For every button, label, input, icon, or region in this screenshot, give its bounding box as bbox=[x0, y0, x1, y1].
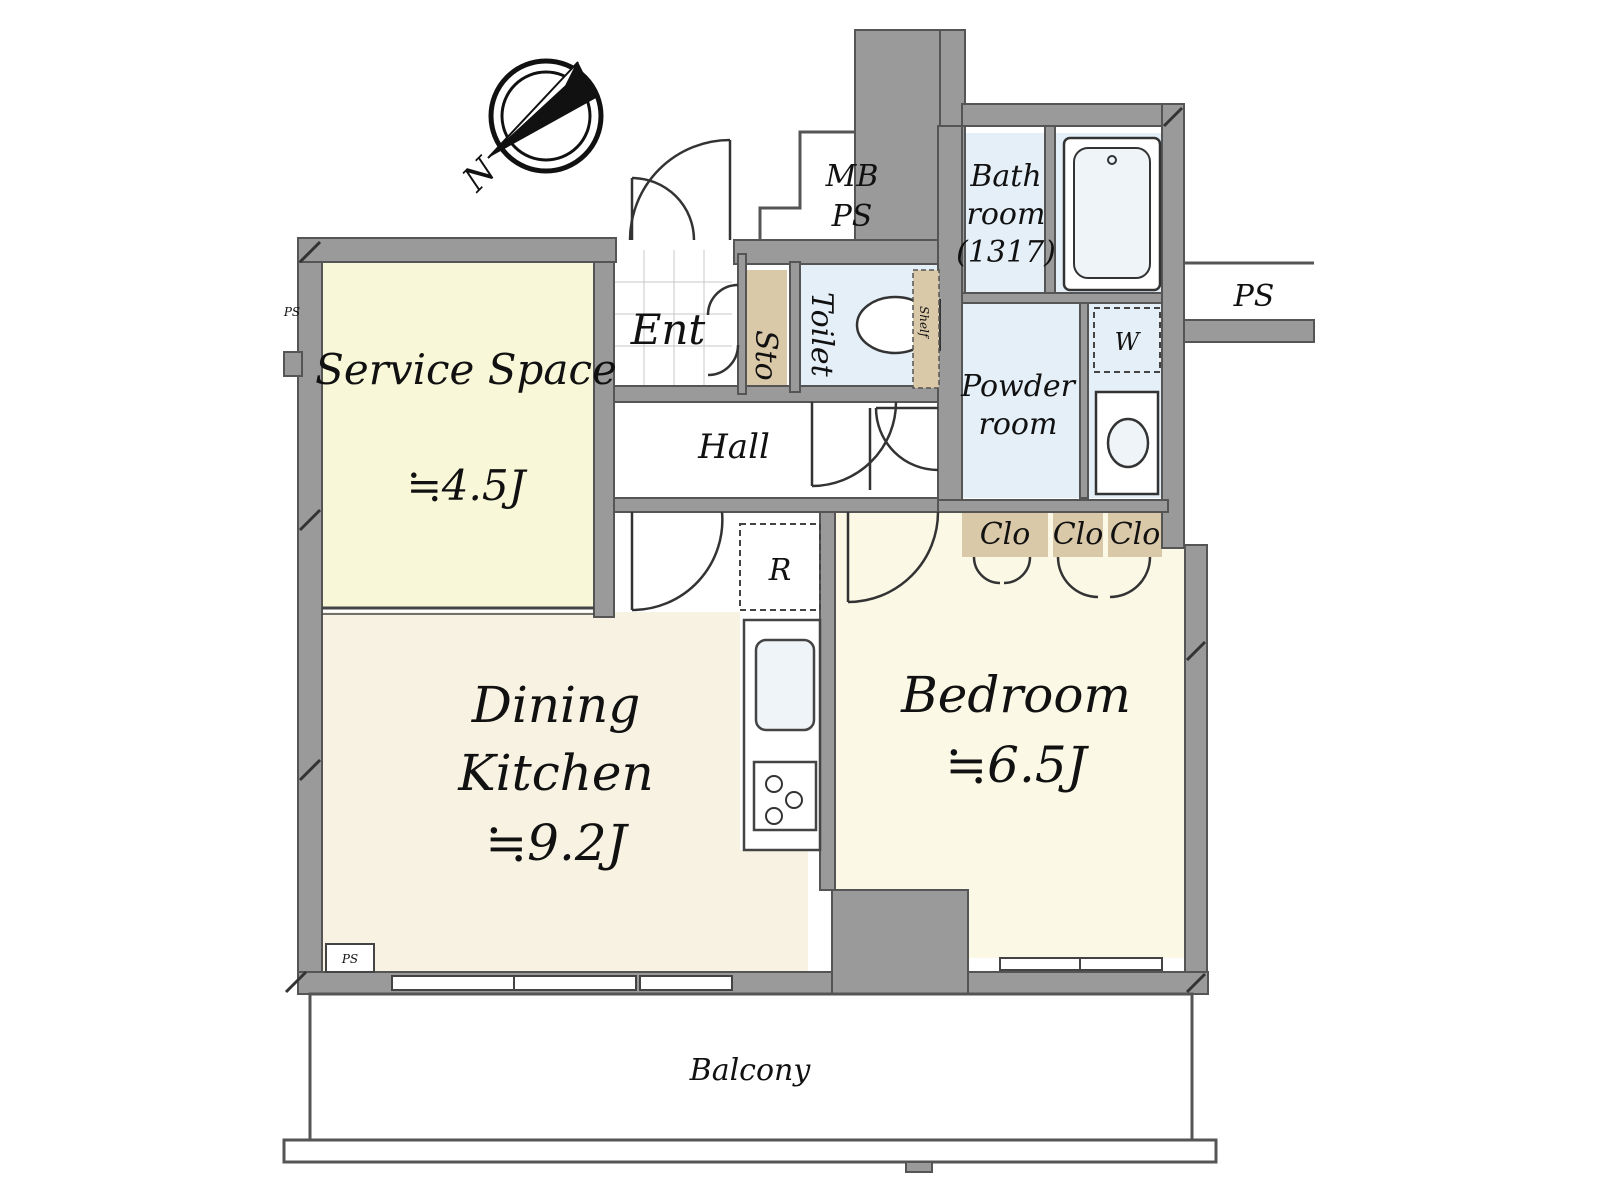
storage-label: Sto bbox=[748, 330, 783, 381]
kitchen-sink bbox=[754, 638, 816, 732]
powder-room-label-line1: Powder bbox=[960, 369, 1077, 404]
service-space-name: Service Space bbox=[315, 345, 617, 394]
dining-kitchen-floor bbox=[322, 612, 808, 972]
compass-needle-light bbox=[487, 61, 579, 159]
mb-ps-outline bbox=[758, 130, 855, 240]
balcony-rail bbox=[282, 1138, 1218, 1164]
bedroom-area: ≒6.5J bbox=[945, 736, 1089, 794]
washer-space bbox=[1093, 307, 1161, 373]
mb-ps-label-line2: PS bbox=[831, 199, 873, 234]
windows bbox=[391, 957, 1163, 991]
shelf-label: Shelf bbox=[917, 306, 931, 340]
bathroom-label-line2: room bbox=[967, 197, 1046, 232]
toilet-shelf bbox=[912, 269, 940, 389]
wall-hatching bbox=[284, 106, 1207, 994]
compass: N bbox=[454, 58, 604, 200]
service-sliding-door bbox=[322, 606, 594, 615]
bedroom-floor bbox=[835, 512, 1185, 958]
bedroom-name: Bedroom bbox=[900, 666, 1131, 724]
closet-box-2 bbox=[1053, 510, 1103, 557]
stove-burners bbox=[765, 775, 803, 825]
entrance-floor bbox=[614, 250, 732, 386]
closet-label-1: Clo bbox=[980, 517, 1031, 552]
mb-ps-label-line1: MB bbox=[825, 159, 879, 194]
closet-box-1 bbox=[962, 510, 1048, 557]
dining-kitchen-area: ≒9.2J bbox=[485, 814, 629, 872]
bathroom-label-line3: (1317) bbox=[956, 235, 1056, 270]
hall-label: Hall bbox=[697, 427, 770, 467]
doors bbox=[628, 138, 1152, 612]
bathroom-label-line1: Bath bbox=[969, 159, 1041, 194]
compass-north-label: N bbox=[454, 149, 505, 200]
ps-right-label: PS bbox=[1233, 279, 1275, 314]
ps-left-label: PS bbox=[283, 305, 300, 319]
service-space-floor bbox=[322, 262, 594, 607]
dining-kitchen-name-line1: Dining bbox=[471, 676, 640, 734]
balcony-floor bbox=[308, 992, 1194, 1142]
compass-inner-ring bbox=[500, 70, 592, 162]
storage-box bbox=[743, 270, 787, 388]
kitchen-stove bbox=[752, 760, 818, 832]
bathtub-drain bbox=[1107, 155, 1117, 165]
closet-label-2: Clo bbox=[1053, 517, 1104, 552]
bathtub-inner bbox=[1073, 147, 1151, 279]
toilet-label: Toilet bbox=[804, 292, 839, 378]
wash-basin-bowl bbox=[1106, 417, 1150, 469]
washer-label: W bbox=[1115, 328, 1142, 356]
entrance-tiles bbox=[614, 250, 732, 386]
ps-corner-box bbox=[325, 943, 375, 973]
closet-label-3: Clo bbox=[1110, 517, 1161, 552]
entrance-label: Ent bbox=[630, 305, 706, 354]
refrigerator-space bbox=[739, 523, 821, 611]
walls bbox=[283, 29, 1315, 1017]
powder-room-label-line2: room bbox=[979, 407, 1058, 442]
refrigerator-label: R bbox=[768, 553, 792, 588]
balcony-label: Balcony bbox=[689, 1053, 812, 1088]
balcony-post bbox=[905, 1161, 933, 1173]
closet-box-3 bbox=[1108, 510, 1162, 557]
ps-corner-label: PS bbox=[341, 952, 358, 966]
dining-kitchen-name-line2: Kitchen bbox=[457, 744, 653, 802]
service-space-area: ≒4.5J bbox=[407, 461, 528, 510]
